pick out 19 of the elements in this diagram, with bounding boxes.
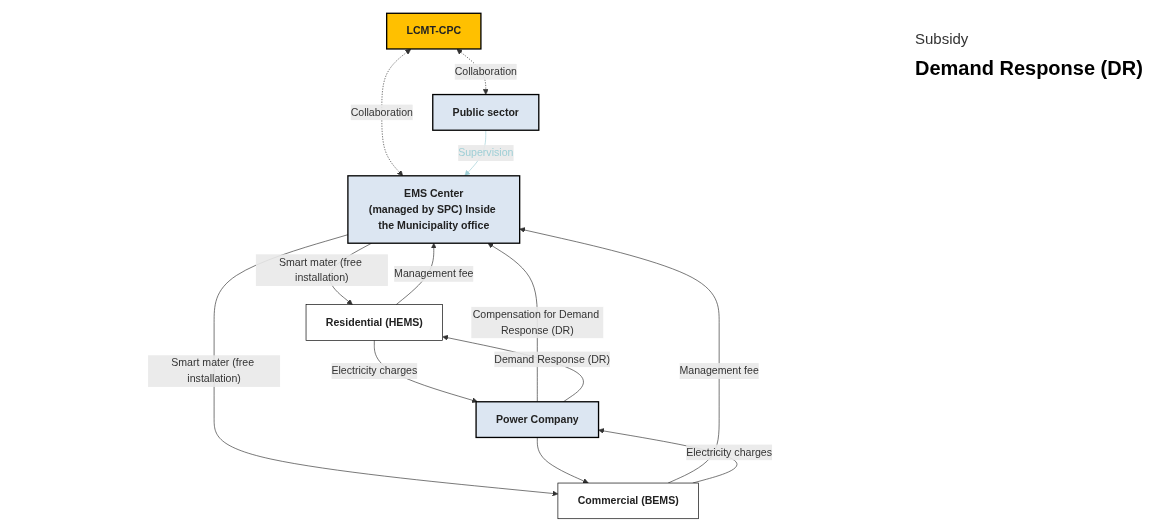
note-text: Subsidy (915, 30, 970, 47)
edge-label: Electricity charges (331, 365, 418, 377)
edge-label: Collaboration (454, 65, 517, 78)
edge-label: Collaboration (350, 106, 413, 118)
node-box: Public sector (432, 93, 540, 131)
edge-label: Smart mater (free installation) (171, 357, 255, 385)
node-box: Residential (HEMS) (305, 304, 443, 341)
edge-label: Electricity charges (686, 446, 772, 458)
edge-label: Management fee (394, 267, 474, 280)
node-box: Commercial (BEMS) (557, 482, 699, 520)
node-box: EMS Center (managed by SPC) Inside the Municipality office (347, 175, 521, 244)
edge-label: Supervision (458, 147, 514, 159)
edge-label: Smart mater (free installation) (278, 256, 362, 284)
edge-label: Compensation for Demand Response (DR) (472, 308, 600, 336)
node-box: Power Company (475, 401, 600, 439)
note-text: Demand Response (DR) (915, 57, 1144, 80)
edge-label: Demand Response (DR) (494, 353, 611, 365)
edge-label: Management fee (679, 365, 759, 377)
node-box: LCMT-CPC (386, 12, 482, 50)
